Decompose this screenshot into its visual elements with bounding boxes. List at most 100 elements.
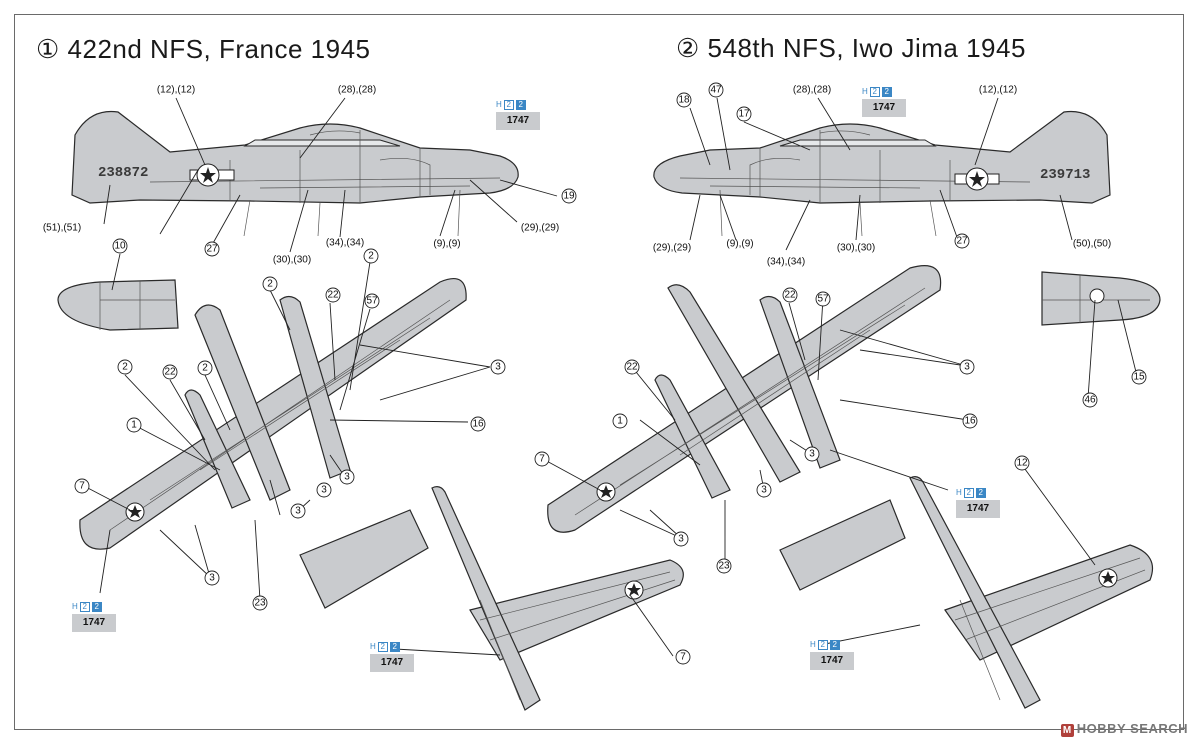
star-insignia (125, 502, 145, 522)
callout-29: (29),(29) (521, 223, 559, 234)
paint-code: 1747 (370, 654, 414, 672)
svg-text:(50),(50): (50),(50) (1073, 239, 1111, 250)
svg-text:3: 3 (761, 485, 767, 496)
svg-text:3: 3 (209, 573, 215, 584)
callout-3: 3 (756, 482, 772, 498)
callout-3: 3 (290, 503, 306, 519)
star-insignia (596, 482, 616, 502)
svg-text:27: 27 (956, 236, 968, 247)
svg-text:47: 47 (710, 85, 722, 96)
svg-text:(28),(28): (28),(28) (793, 85, 831, 96)
scheme-1-side-profile: 238872 (71, 110, 519, 237)
svg-text:(9),(9): (9),(9) (726, 239, 753, 250)
callout-9: (9),(9) (433, 239, 460, 250)
callout-10: 10 (112, 238, 128, 254)
svg-text:16: 16 (472, 419, 484, 430)
svg-text:7: 7 (680, 652, 686, 663)
callout-19: 22 (162, 364, 178, 380)
svg-text:16: 16 (964, 416, 976, 427)
svg-text:3: 3 (678, 534, 684, 545)
svg-text:3: 3 (495, 362, 501, 373)
callout-9: (9),(9) (726, 239, 753, 250)
svg-text:2: 2 (122, 362, 128, 373)
svg-text:22: 22 (164, 367, 176, 378)
svg-text:2: 2 (202, 363, 208, 374)
callout-3: 3 (490, 359, 506, 375)
svg-text:22: 22 (784, 290, 796, 301)
svg-text:7: 7 (539, 454, 545, 465)
callout-3: 3 (204, 570, 220, 586)
callout-23: 23 (252, 595, 268, 611)
callout-22: 17 (736, 106, 752, 122)
svg-text:19: 19 (563, 191, 575, 202)
callout-51: (51),(51) (43, 223, 81, 234)
callout-30: (30),(30) (273, 255, 311, 266)
callout-27: 27 (954, 233, 970, 249)
callout-12: 12 (1014, 455, 1030, 471)
callout-3: 3 (316, 482, 332, 498)
callout-34: (34),(34) (767, 257, 805, 268)
svg-text:18: 18 (678, 95, 690, 106)
callout-19: 22 (782, 287, 798, 303)
callout-2: 2 (262, 276, 278, 292)
scheme-1-under-view (431, 486, 684, 711)
callout-15: 16 (470, 416, 486, 432)
paint-code: 1747 (496, 112, 540, 130)
svg-text:3: 3 (809, 449, 815, 460)
svg-text:(30),(30): (30),(30) (273, 255, 311, 266)
scheme-1-nose-detail (57, 279, 179, 331)
paint-code: 1747 (72, 614, 116, 632)
svg-text:23: 23 (718, 561, 730, 572)
callout-2: 2 (197, 360, 213, 376)
star-insignia (954, 167, 1000, 191)
scheme-2-under-view (909, 476, 1154, 709)
svg-text:(12),(12): (12),(12) (157, 85, 195, 96)
svg-text:15: 15 (1133, 372, 1145, 383)
svg-text:3: 3 (321, 485, 327, 496)
callout-3: 3 (339, 469, 355, 485)
callout-30: (30),(30) (837, 243, 875, 254)
callout-2: 2 (117, 359, 133, 375)
callout-12: (12),(12) (979, 85, 1017, 96)
callout-57: 57 (815, 291, 831, 307)
svg-text:2: 2 (368, 251, 374, 262)
scheme-2-nose-detail (1041, 271, 1161, 326)
svg-text:(12),(12): (12),(12) (979, 85, 1017, 96)
paint-code: 1747 (956, 500, 1000, 518)
svg-text:2: 2 (267, 279, 273, 290)
callout-7: 7 (534, 451, 550, 467)
paint-code: 1747 (810, 652, 854, 670)
svg-text:57: 57 (817, 294, 829, 305)
callout-17: 18 (676, 92, 692, 108)
callout-3: 3 (959, 359, 975, 375)
svg-text:(34),(34): (34),(34) (767, 257, 805, 268)
callout-23: 23 (716, 558, 732, 574)
callout-46: 47 (708, 82, 724, 98)
svg-text:3: 3 (295, 506, 301, 517)
svg-text:27: 27 (206, 244, 218, 255)
svg-text:10: 10 (114, 241, 126, 252)
callout-28: (28),(28) (338, 85, 376, 96)
callout-50: (50),(50) (1073, 239, 1111, 250)
callout-34: (34),(34) (326, 238, 364, 249)
callout-2: 2 (363, 248, 379, 264)
scheme-2-side-profile: 239713 (653, 110, 1111, 237)
svg-text:23: 23 (254, 598, 266, 609)
svg-text:3: 3 (964, 362, 970, 373)
svg-text:(29),(29): (29),(29) (521, 223, 559, 234)
svg-text:22: 22 (626, 362, 638, 373)
tail-serial: 239713 (1040, 167, 1090, 183)
star-insignia (624, 580, 644, 600)
svg-text:(51),(51): (51),(51) (43, 223, 81, 234)
svg-text:3: 3 (344, 472, 350, 483)
